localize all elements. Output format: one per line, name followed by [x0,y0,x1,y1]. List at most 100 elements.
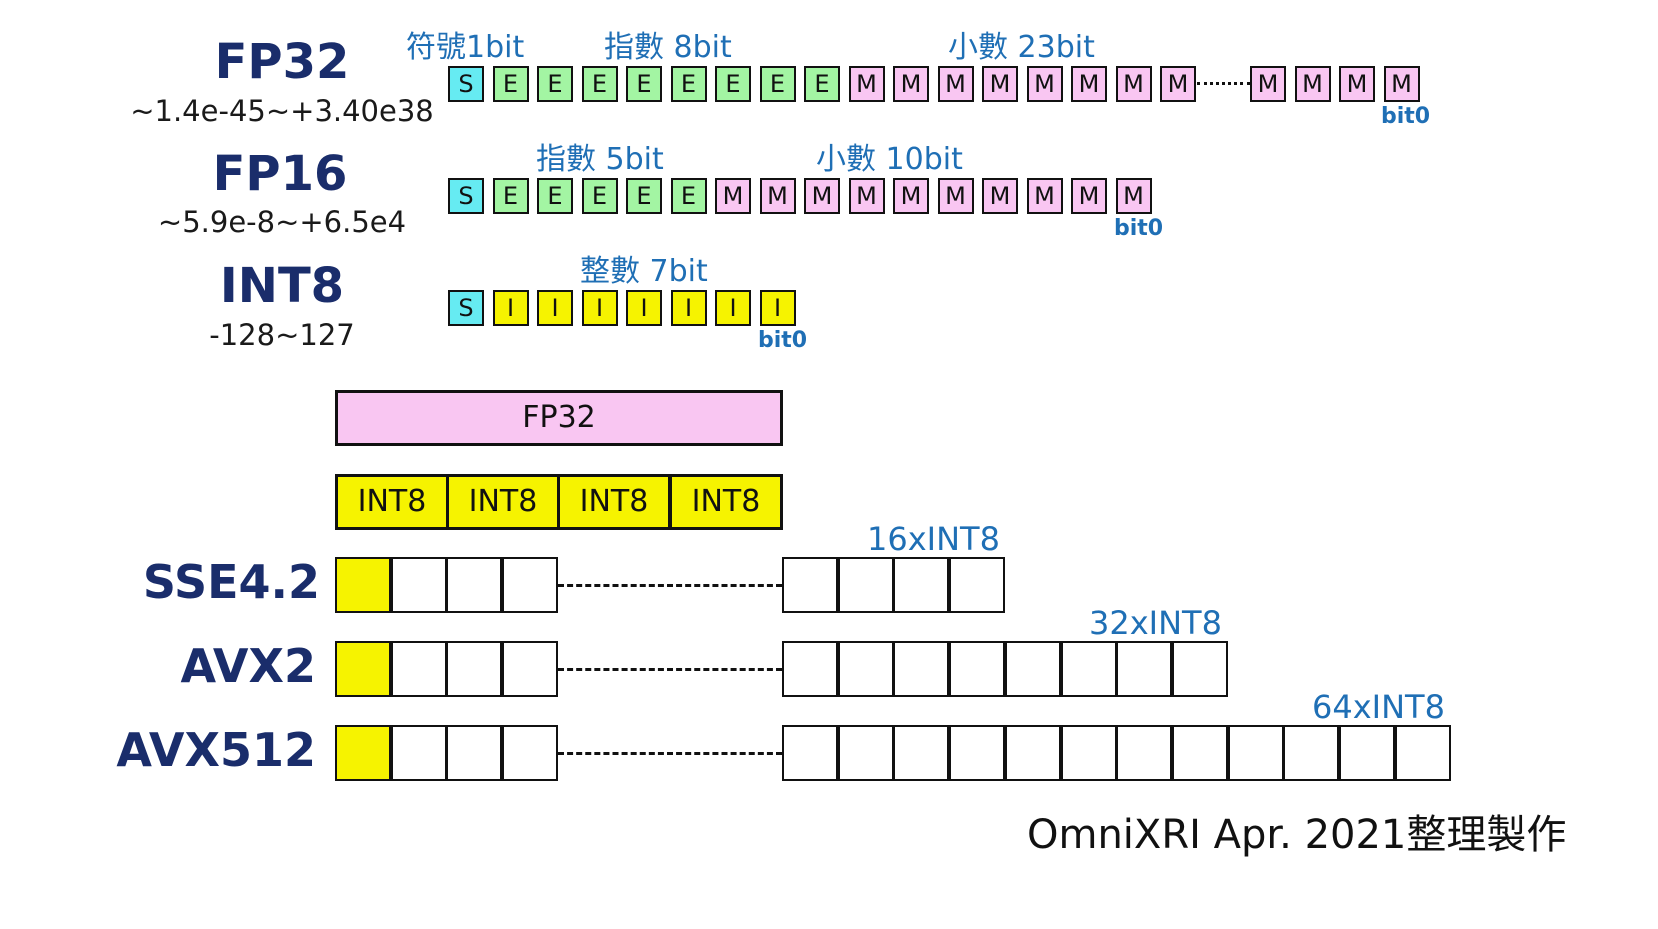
bit-box-m: M [1339,66,1375,102]
simd-count-sse42: 16xINT8 [867,520,1000,558]
int8-pack-label: INT8 [468,484,538,519]
bit-box-e: E [537,66,573,102]
fp16-mant-label: 小數 10bit [816,142,963,177]
simd-lane [1171,641,1228,697]
simd-lane [1394,725,1451,781]
simd-lane [446,557,503,613]
bit-box-i: I [670,290,707,326]
bit-box-i: I [537,290,573,326]
bit-box-s: S [448,290,484,326]
simd-lane [502,641,559,697]
simd-lane [782,725,838,781]
simd-lane [390,557,447,613]
simd-lane [1283,725,1340,781]
int8-pack-box: INT8 [446,474,560,530]
simd-count-avx2: 32xINT8 [1089,604,1222,642]
bit-box-m: M [982,66,1018,102]
simd-lane [782,641,838,697]
simd-lane [1339,725,1395,781]
simd-lane [782,557,838,613]
simd-row-avx512 [335,725,1455,781]
simd-lane [837,725,894,781]
bit-box-m: M [937,178,974,214]
int8-pack-box: INT8 [335,474,449,530]
simd-lane [390,641,447,697]
fp32-exp-label: 指數 8bit [604,30,732,65]
simd-lane [949,725,1006,781]
int8-pack-label: INT8 [691,484,761,519]
bit-box-i: I [581,290,618,326]
simd-ellipsis-dash [557,668,782,671]
bit-box-m: M [1026,178,1063,214]
bit-box-m: M [1383,66,1420,102]
bit-box-e: E [492,178,529,214]
simd-name-avx2: AVX2 [180,639,316,693]
bit-box-m: M [982,178,1018,214]
bit-box-s: S [448,178,484,214]
simd-lane [837,557,894,613]
bit-box-m: M [1160,66,1196,102]
bit-box-s: S [448,66,484,102]
simd-name-sse42: SSE4.2 [142,555,320,609]
int8-pack-label: INT8 [357,484,427,519]
bit-box-e: E [581,178,618,214]
int8-bit0-label: bit0 [758,328,808,353]
simd-lane [1060,641,1117,697]
simd-lane [446,641,503,697]
simd-lane [1116,725,1173,781]
simd-count-avx512: 64xINT8 [1312,688,1445,726]
simd-lane [1171,725,1228,781]
simd-lane [949,557,1006,613]
bit-box-e: E [626,66,662,102]
simd-ellipsis-dash [557,752,782,755]
bit-box-i: I [759,290,796,326]
simd-name-avx512: AVX512 [116,723,316,777]
bit-box-e: E [804,66,840,102]
fp32-title: FP32 [214,34,350,90]
simd-lane [949,641,1006,697]
fp16-title: FP16 [212,146,348,202]
simd-lane-int8-highlight [335,557,391,613]
fp16-bit0-label: bit0 [1114,216,1164,241]
bit-box-m: M [715,178,751,214]
bit-box-m: M [759,178,796,214]
bit-box-m: M [1071,178,1107,214]
bit-box-i: I [492,290,529,326]
int8-pack-box: INT8 [669,474,783,530]
footer-credit: OmniXRI Apr. 2021整理製作 [1027,812,1567,858]
simd-lane [502,557,559,613]
fp32-ellipsis-dots [1196,82,1250,85]
simd-lane [893,641,950,697]
simd-lane-int8-highlight [335,725,391,781]
bit-box-m: M [1026,66,1063,102]
simd-lane-int8-highlight [335,641,391,697]
simd-lane [837,641,894,697]
simd-lane [502,725,559,781]
int8-title: INT8 [219,258,345,314]
bit-box-m: M [1294,66,1331,102]
bit-box-m: M [893,66,929,102]
simd-lane [446,725,503,781]
simd-lane [1004,641,1061,697]
bit-box-i: I [626,290,662,326]
bit-box-e: E [670,66,707,102]
int8-pack-row: INT8 INT8 INT8 INT8 [335,474,783,530]
bit-box-i: I [715,290,751,326]
simd-row-sse42 [335,557,1235,613]
fp16-range: ~5.9e-8~+6.5e4 [157,205,407,239]
fp16-exp-label: 指數 5bit [536,142,664,177]
simd-lane [1004,725,1061,781]
bit-box-e: E [670,178,707,214]
int8-pack-box: INT8 [557,474,671,530]
fp32-mant-label: 小數 23bit [948,30,1095,65]
bit-box-e: E [715,66,751,102]
fp32-range: ~1.4e-45~+3.40e38 [130,94,434,128]
simd-ellipsis-dash [557,584,782,587]
bit-box-e: E [537,178,573,214]
int8-range: -128~127 [209,318,355,352]
fp32-container-box: FP32 [335,390,783,446]
simd-lane [390,725,447,781]
fp32-sign-label: 符號1bit [406,30,525,65]
